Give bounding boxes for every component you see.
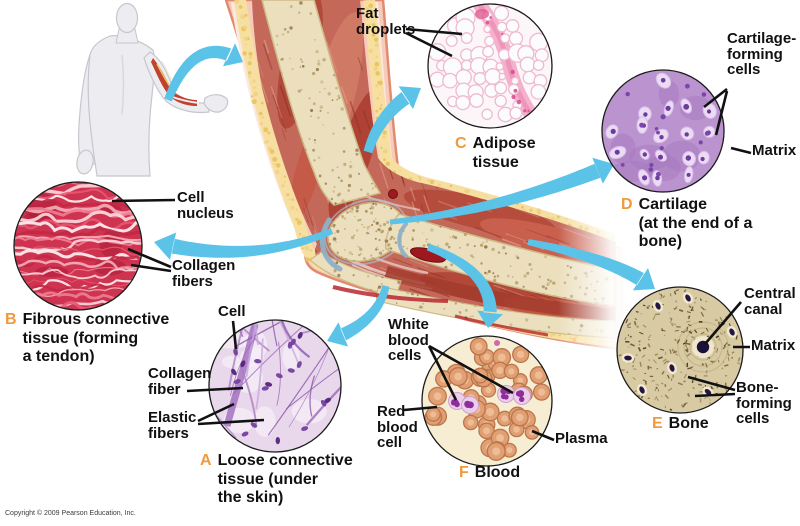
letter-a: A [200, 452, 212, 469]
letter-b: B [5, 311, 17, 328]
micrograph-blood [421, 335, 553, 467]
caption-c-text: Adipose tissue [472, 135, 536, 171]
caption-d-text: Cartilage (at the end of a bone) [638, 196, 753, 250]
caption-b-text: Fibrous connective tissue (forming a ten… [22, 311, 170, 365]
caption-e-text: Bone [668, 415, 709, 432]
pointer-line [130, 263, 172, 273]
pointer-line [405, 27, 463, 36]
pointer-line [405, 31, 453, 58]
label-red-blood-cell: Red blood cell [377, 403, 418, 451]
joint-capsule [319, 217, 343, 272]
letter-c: C [455, 135, 467, 152]
forearm-bone-1 [384, 213, 616, 307]
arrow-to-loose [327, 285, 390, 347]
arrow-to-blood [426, 243, 504, 328]
pointer-line [427, 345, 458, 401]
interosseous-muscle [384, 266, 615, 321]
pointer-line [714, 90, 729, 136]
arrow-to-fibrous [154, 228, 334, 260]
pointer-line [730, 146, 752, 155]
label-white-blood-cells: White blood cells [388, 316, 429, 364]
micrograph-loose-connective-tissue [208, 319, 342, 453]
caption-loose-connective-tissue: A Loose connective tissue (under the ski… [200, 452, 353, 508]
copyright-notice: Copyright © 2009 Pearson Education, Inc. [5, 510, 136, 517]
pointer-line [694, 392, 736, 398]
pointer-line [687, 375, 736, 392]
caption-fibrous-connective-tissue: B Fibrous connective tissue (forming a t… [5, 311, 169, 367]
blood-vessel-streak [332, 285, 449, 303]
micrograph-fibrous-connective-tissue [13, 181, 143, 311]
caption-f-text: Blood [474, 464, 521, 481]
pointer-line [703, 87, 728, 109]
caption-bone: E Bone [652, 415, 709, 434]
arrow-to-bone [527, 239, 655, 291]
micrograph-cartilage [601, 69, 725, 193]
blood-vessel [388, 189, 398, 199]
pointer-line [704, 301, 742, 345]
label-matrix-cartilage: Matrix [752, 142, 797, 159]
pointer-line [127, 247, 172, 269]
pointer-line [197, 418, 265, 426]
pointer-line [403, 405, 438, 412]
letter-d: D [621, 196, 633, 213]
label-fat-droplets: Fat droplets [356, 5, 416, 38]
letter-e: E [652, 415, 663, 432]
caption-a-text: Loose connective tissue (under the skin) [217, 452, 353, 506]
label-central-canal: Central canal [744, 285, 796, 318]
letter-f: F [459, 464, 469, 481]
label-cartilage-forming-cells: Cartilage- forming cells [727, 30, 797, 78]
arrow-body-to-illustration [164, 43, 243, 102]
joint-capsule [397, 222, 408, 258]
pointer-line [197, 402, 235, 423]
label-elastic-fibers: Elastic fibers [148, 409, 197, 442]
pointer-line [531, 429, 555, 442]
human-figure [76, 2, 229, 177]
pointer-line [186, 386, 244, 393]
caption-adipose-tissue: C Adipose tissue [455, 135, 536, 172]
blood-vessel-streak [454, 314, 549, 337]
caption-cartilage: D Cartilage (at the end of a bone) [621, 196, 800, 252]
caption-blood: F Blood [459, 464, 520, 483]
pointer-lines [111, 27, 752, 442]
pointer-line [231, 320, 238, 350]
humerus-bone [261, 0, 382, 206]
micrograph-adipose-tissue [427, 3, 553, 129]
arrow-to-cartilage [389, 157, 614, 225]
label-bone-forming-cells: Bone- forming cells [736, 379, 792, 427]
label-collagen-fibers: Collagen fibers [172, 257, 236, 290]
pointer-line [111, 198, 176, 203]
pointer-line [428, 344, 514, 395]
label-plasma: Plasma [555, 430, 608, 447]
label-cell-nucleus: Cell nucleus [177, 189, 234, 222]
figure-head [115, 2, 139, 34]
label-collagen-fiber: Collagen fiber [148, 365, 212, 398]
micrograph-circles [13, 3, 744, 467]
flow-arrows [154, 43, 655, 347]
label-cell: Cell [218, 303, 246, 320]
label-matrix-bone: Matrix [751, 337, 796, 354]
arrow-to-adipose [363, 86, 421, 154]
